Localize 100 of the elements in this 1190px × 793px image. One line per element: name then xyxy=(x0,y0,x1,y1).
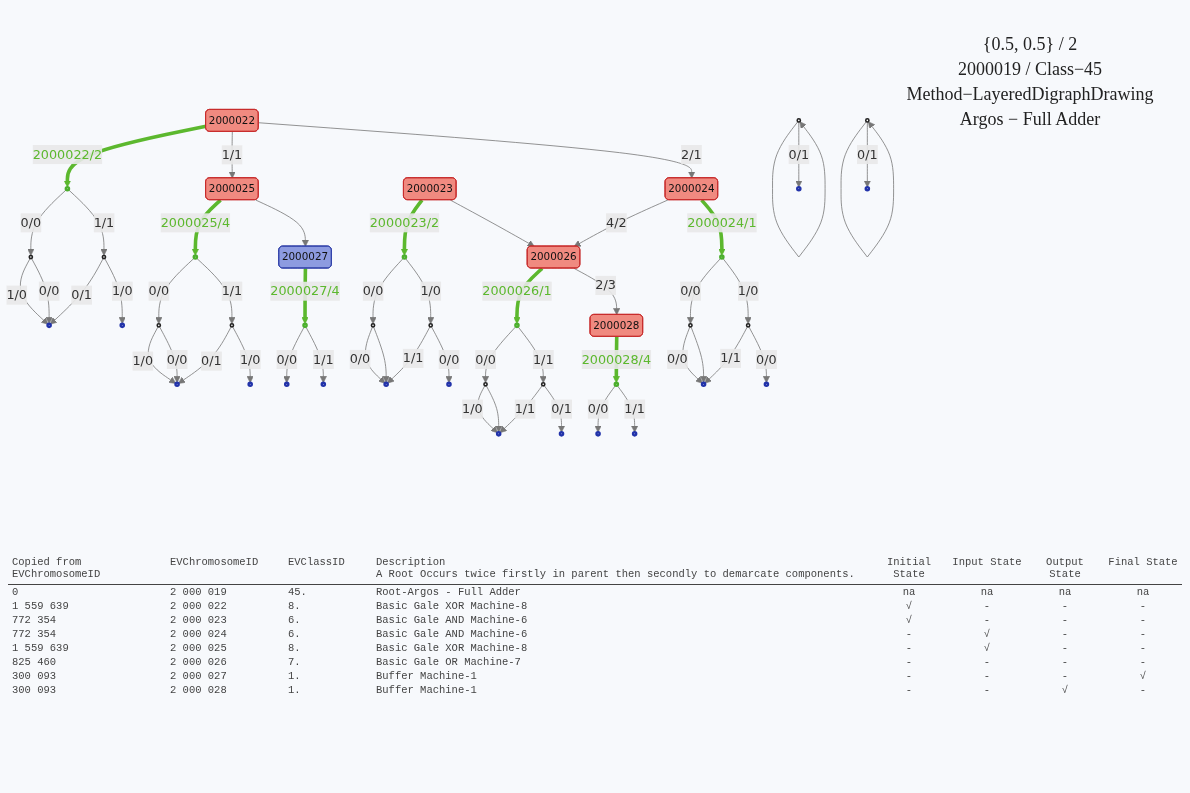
node-circle xyxy=(247,381,253,388)
edge-label: 1/1 xyxy=(221,147,243,163)
table-cell: - xyxy=(905,642,913,654)
table-cell: Buffer Machine-1 xyxy=(376,670,477,682)
table-cell: 8. xyxy=(288,642,301,654)
edge-label: 2000027/4 xyxy=(270,283,340,299)
node-circle xyxy=(383,381,389,388)
table-cell: √ xyxy=(905,600,913,612)
edge-label: 1/1 xyxy=(402,350,424,366)
column-header: Initial State xyxy=(886,556,932,580)
table-cell: - xyxy=(1061,614,1069,626)
table-cell: - xyxy=(905,670,913,682)
edge-label: 0/1 xyxy=(857,146,878,162)
table-cell: - xyxy=(1139,614,1147,626)
table-cell: - xyxy=(983,656,991,668)
edge-label: 1/1 xyxy=(514,401,536,417)
table-cell: 45. xyxy=(288,586,307,598)
column-header: Input State xyxy=(952,556,1022,568)
table-cell: - xyxy=(1139,628,1147,640)
edge-label: 2/3 xyxy=(595,277,616,293)
table-cell: - xyxy=(905,684,913,696)
node-circle xyxy=(46,322,52,329)
node-circle xyxy=(370,323,376,328)
edge-label: 2000024/1 xyxy=(687,214,757,231)
table-cell: 1. xyxy=(288,670,301,682)
table-cell: 772 354 xyxy=(12,628,57,640)
node-circle xyxy=(864,118,870,123)
table-cell: 7. xyxy=(288,656,301,668)
edge-label: 2000028/4 xyxy=(581,351,652,367)
header-note: A Root Occurs twice firstly in parent then secondly to demarcate components. xyxy=(376,568,856,580)
table-cell: √ xyxy=(1139,670,1147,682)
table-cell: 2 000 022 xyxy=(170,600,227,612)
edge-label: 0/0 xyxy=(38,283,60,299)
node-circle xyxy=(401,254,408,260)
node-circle xyxy=(595,431,601,437)
edge-label: 1/1 xyxy=(93,214,115,231)
edge-label: 1/0 xyxy=(111,283,133,299)
node-circle xyxy=(28,254,34,260)
table-cell: na xyxy=(980,586,994,598)
column-header: Description xyxy=(376,556,447,568)
table-cell: √ xyxy=(983,628,991,640)
node-circle xyxy=(495,431,502,437)
table-cell: 1. xyxy=(288,684,301,696)
column-header: Copied from EVChromosomeID xyxy=(12,556,101,580)
table-cell: Root-Argos - Full Adder xyxy=(376,586,521,598)
table-cell: 2 000 019 xyxy=(170,586,227,598)
edge-label: 2000022/2 xyxy=(32,146,103,162)
table-cell: - xyxy=(1139,684,1147,696)
node-circle xyxy=(763,381,770,388)
node-circle xyxy=(719,254,725,260)
node-circle xyxy=(483,381,488,387)
node-circle xyxy=(101,254,107,260)
table-cell: Basic Gale XOR Machine-8 xyxy=(376,600,528,612)
edge-label: 0/0 xyxy=(148,283,170,299)
table-cell: - xyxy=(1139,600,1147,612)
table-cell: Basic Gale XOR Machine-8 xyxy=(376,642,528,654)
title-line: Argos − Full Adder xyxy=(958,109,1102,130)
edge-label: 0/0 xyxy=(166,351,188,367)
edge-label: 0/0 xyxy=(438,351,460,367)
table-cell: √ xyxy=(1061,684,1069,696)
edge-label: 1/0 xyxy=(132,353,154,369)
edge-label: 2000026/1 xyxy=(482,283,552,299)
edge-label: 1/1 xyxy=(624,401,645,417)
title-line: {0.5, 0.5} / 2 xyxy=(981,34,1079,55)
edge-label: 0/0 xyxy=(362,283,384,299)
node-circle xyxy=(613,381,620,388)
edge-label: 1/0 xyxy=(737,283,759,299)
edge-label: 4/2 xyxy=(606,214,627,231)
table-cell: Basic Gale AND Machine-6 xyxy=(376,614,528,626)
table-cell: na xyxy=(902,586,916,598)
table-cell: - xyxy=(1139,642,1147,654)
edge-label: 1/1 xyxy=(221,283,243,299)
edge-label: 0/1 xyxy=(71,287,92,303)
node-circle xyxy=(796,118,802,123)
table-cell: 0 xyxy=(12,586,19,598)
node-circle xyxy=(174,381,180,388)
node-circle xyxy=(192,254,199,260)
edge-label: 0/1 xyxy=(201,353,222,369)
edge-label: 2/1 xyxy=(681,146,702,162)
node-circle xyxy=(302,322,308,329)
edge-label: 1/0 xyxy=(6,287,27,303)
edge-label: 0/0 xyxy=(756,351,777,367)
table-cell: 2 000 026 xyxy=(170,656,227,668)
table-cell: - xyxy=(983,614,991,626)
table-cell: √ xyxy=(983,642,991,654)
column-header: Final State xyxy=(1108,556,1178,568)
node-circle xyxy=(283,381,290,388)
node-circle xyxy=(428,323,434,328)
table-cell: Basic Gale AND Machine-6 xyxy=(376,628,528,640)
table-cell: 8. xyxy=(288,600,301,612)
table-cell: - xyxy=(1139,656,1147,668)
title-line: Method−LayeredDigraphDrawing xyxy=(905,84,1155,105)
edge-label: 0/0 xyxy=(667,351,688,367)
table-cell: 1 559 639 xyxy=(12,600,69,612)
table-cell: - xyxy=(905,628,913,640)
table-cell: - xyxy=(1061,670,1069,682)
edge-label: 1/0 xyxy=(239,351,261,367)
column-header: EVChromosomeID xyxy=(170,556,259,568)
edge-label: 0/0 xyxy=(475,351,496,367)
node-circle xyxy=(745,323,751,328)
